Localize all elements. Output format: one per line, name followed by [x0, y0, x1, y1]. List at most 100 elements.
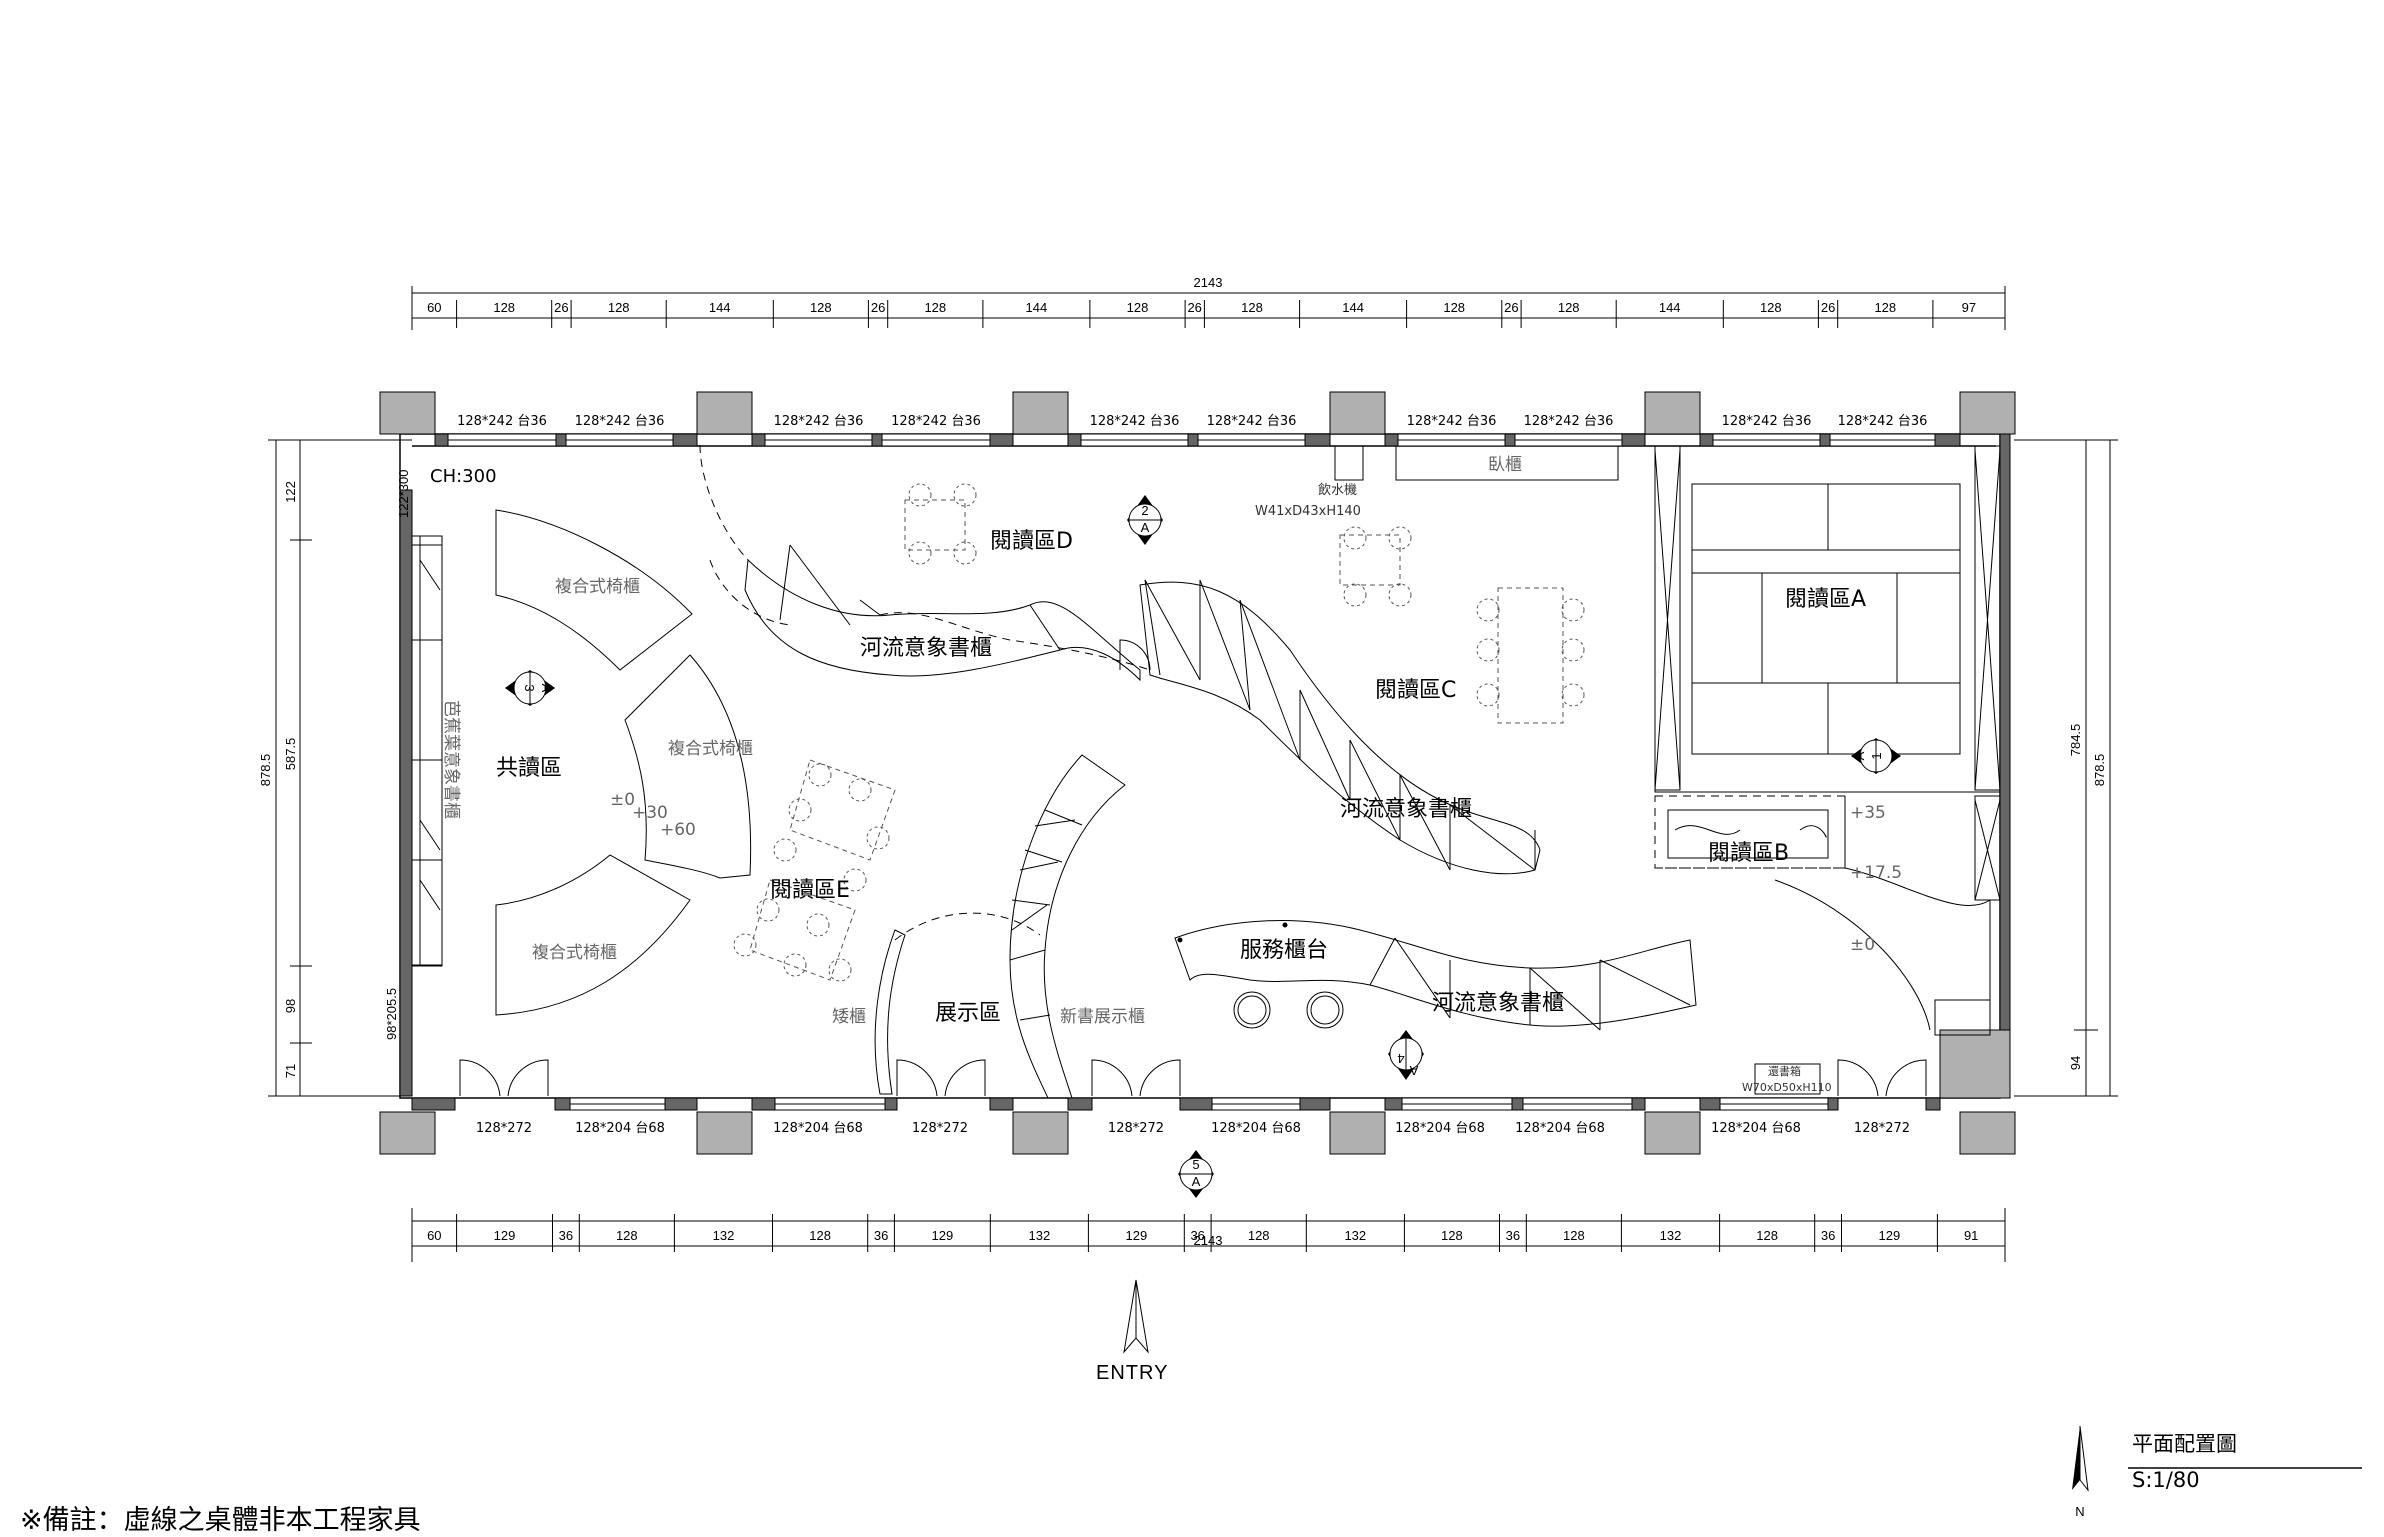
- bottom-dim-seg-18: 36: [1821, 1228, 1835, 1243]
- top-windows: [434, 433, 1961, 447]
- bottom-dim-seg-5: 128: [809, 1228, 831, 1243]
- low-cabinet: [874, 929, 906, 1095]
- window-bottom-label: 128*272: [1854, 1121, 1910, 1136]
- leaf-shelf-label: 芭蕉葉意象書櫃: [441, 700, 461, 819]
- bottom-dim-seg-12: 132: [1344, 1228, 1366, 1243]
- window-top-label: 128*242 台36: [774, 414, 864, 429]
- truss-line: [1449, 804, 1536, 871]
- left-bottom-small-dim: 98*205.5: [384, 988, 399, 1040]
- left-top-small-dim: 122*300: [396, 470, 411, 518]
- section-marker-2A: 2 A: [1127, 495, 1163, 545]
- bottom-dim-seg-20: 91: [1964, 1228, 1978, 1243]
- bottom-dim-seg-0: 60: [427, 1228, 441, 1243]
- window-top-label: 128*242 台36: [891, 414, 981, 429]
- entry-label: ENTRY: [1096, 1362, 1169, 1384]
- window-bottom-label: 128*204 台68: [575, 1121, 665, 1136]
- chair: [733, 933, 757, 957]
- water-size: W41xD43xH140: [1255, 504, 1361, 519]
- zone-display: 展示區: [935, 1001, 1001, 1026]
- top-dim-seg-10: 26: [1187, 300, 1201, 315]
- right-dim-94: 94: [2068, 1056, 2083, 1070]
- top-dim-seg-15: 128: [1558, 300, 1580, 315]
- top-dim-seg-2: 26: [554, 300, 568, 315]
- leaf-shelf: [411, 544, 443, 966]
- column-top: [1959, 391, 2016, 435]
- truss-line: [1199, 579, 1251, 711]
- right-outer-dim: 878.5: [2092, 754, 2107, 787]
- column-corner: [1939, 1029, 2011, 1099]
- window-bottom-label: 128*272: [476, 1121, 532, 1136]
- river-shelf-label-2: 河流意象書櫃: [1340, 797, 1472, 822]
- left-dim-98: 98: [283, 999, 298, 1013]
- low-cabinet-label: 矮櫃: [832, 1007, 866, 1027]
- truss-line: [789, 544, 851, 626]
- level-35: +35: [1850, 803, 1886, 823]
- window-bottom-label: 128*272: [1108, 1121, 1164, 1136]
- truss-line: [1239, 599, 1251, 711]
- service-counter-shelf: [1174, 920, 1697, 1031]
- window-top-label: 128*242 台36: [1524, 414, 1614, 429]
- window-bottom-label: 128*272: [912, 1121, 968, 1136]
- column-bottom: [379, 1111, 436, 1155]
- exterior-walls: [399, 433, 2001, 1099]
- chair: [808, 763, 832, 787]
- chair: [806, 913, 830, 937]
- new-book-label: 新書展示櫃: [1060, 1007, 1145, 1027]
- window-bottom-label: 128*204 台68: [773, 1121, 863, 1136]
- truss-line: [1144, 579, 1161, 676]
- zone-reading-d: 閱讀區D: [990, 529, 1073, 554]
- top-counter: [1395, 445, 1619, 481]
- bottom-dim-seg-16: 132: [1660, 1228, 1682, 1243]
- svg-text:5: 5: [1192, 1157, 1199, 1172]
- chair: [908, 541, 932, 565]
- river-shelf-label-3: 河流意象書櫃: [1432, 991, 1564, 1016]
- bottom-dim-seg-4: 132: [713, 1228, 735, 1243]
- chair: [1343, 526, 1367, 550]
- zone-reading-b: 閱讀區B: [1708, 841, 1789, 866]
- reading-e-tables: [733, 759, 896, 982]
- column-bottom: [1012, 1111, 1069, 1155]
- level-60: +60: [660, 820, 696, 840]
- bottom-dim-seg-1: 129: [494, 1228, 516, 1243]
- svg-text:A: A: [1852, 751, 1867, 760]
- entrance-doors[interactable]: [459, 1059, 1927, 1097]
- chair: [908, 483, 932, 507]
- column-top: [696, 391, 753, 435]
- left-dim-587: 587.5: [283, 738, 298, 771]
- footnote: ※備註：虛線之桌體非本工程家具: [20, 1505, 421, 1536]
- svg-text:N: N: [2075, 1504, 2084, 1519]
- water-label: 飲水機: [1318, 482, 1357, 498]
- chair: [1561, 638, 1585, 662]
- svg-text:3: 3: [522, 684, 537, 691]
- top-counter-label: 臥櫃: [1488, 455, 1522, 475]
- right-wall: [1999, 433, 2011, 1035]
- composite-label-3: 複合式椅櫃: [532, 943, 617, 963]
- chair: [783, 953, 807, 977]
- window-bottom-label: 128*204 台68: [1211, 1121, 1301, 1136]
- reading-d-chairs: [904, 483, 1412, 607]
- column-top: [379, 391, 436, 435]
- svg-text:A: A: [1141, 520, 1150, 535]
- river-shelf-truss-lines: [779, 544, 1536, 871]
- window-top-label: 128*242 台36: [1407, 414, 1497, 429]
- top-dim-seg-0: 60: [427, 300, 441, 315]
- level-17-5: +17.5: [1850, 863, 1902, 883]
- bottom-dim-seg-8: 132: [1029, 1228, 1051, 1243]
- svg-text:A: A: [539, 684, 554, 693]
- reading-c-tables: [1476, 587, 1585, 724]
- chair: [828, 958, 852, 982]
- section-marker-3A: 3 A: [505, 670, 555, 706]
- level-0b: ±0: [1850, 935, 1875, 955]
- truss-line: [779, 544, 791, 621]
- reading-room-b: [1654, 795, 2001, 1036]
- structural-columns: [379, 391, 2016, 1155]
- chair: [953, 483, 977, 507]
- return-box: [1754, 1063, 1821, 1095]
- chair: [1388, 526, 1412, 550]
- return-box-size: W70xD50xH110: [1742, 1081, 1832, 1094]
- column-bottom: [696, 1111, 753, 1155]
- section-marker-5A: 5 A: [1178, 1150, 1214, 1198]
- right-dimension-chain: [2014, 439, 2118, 1097]
- chair: [1561, 598, 1585, 622]
- truss-line: [1029, 604, 1061, 651]
